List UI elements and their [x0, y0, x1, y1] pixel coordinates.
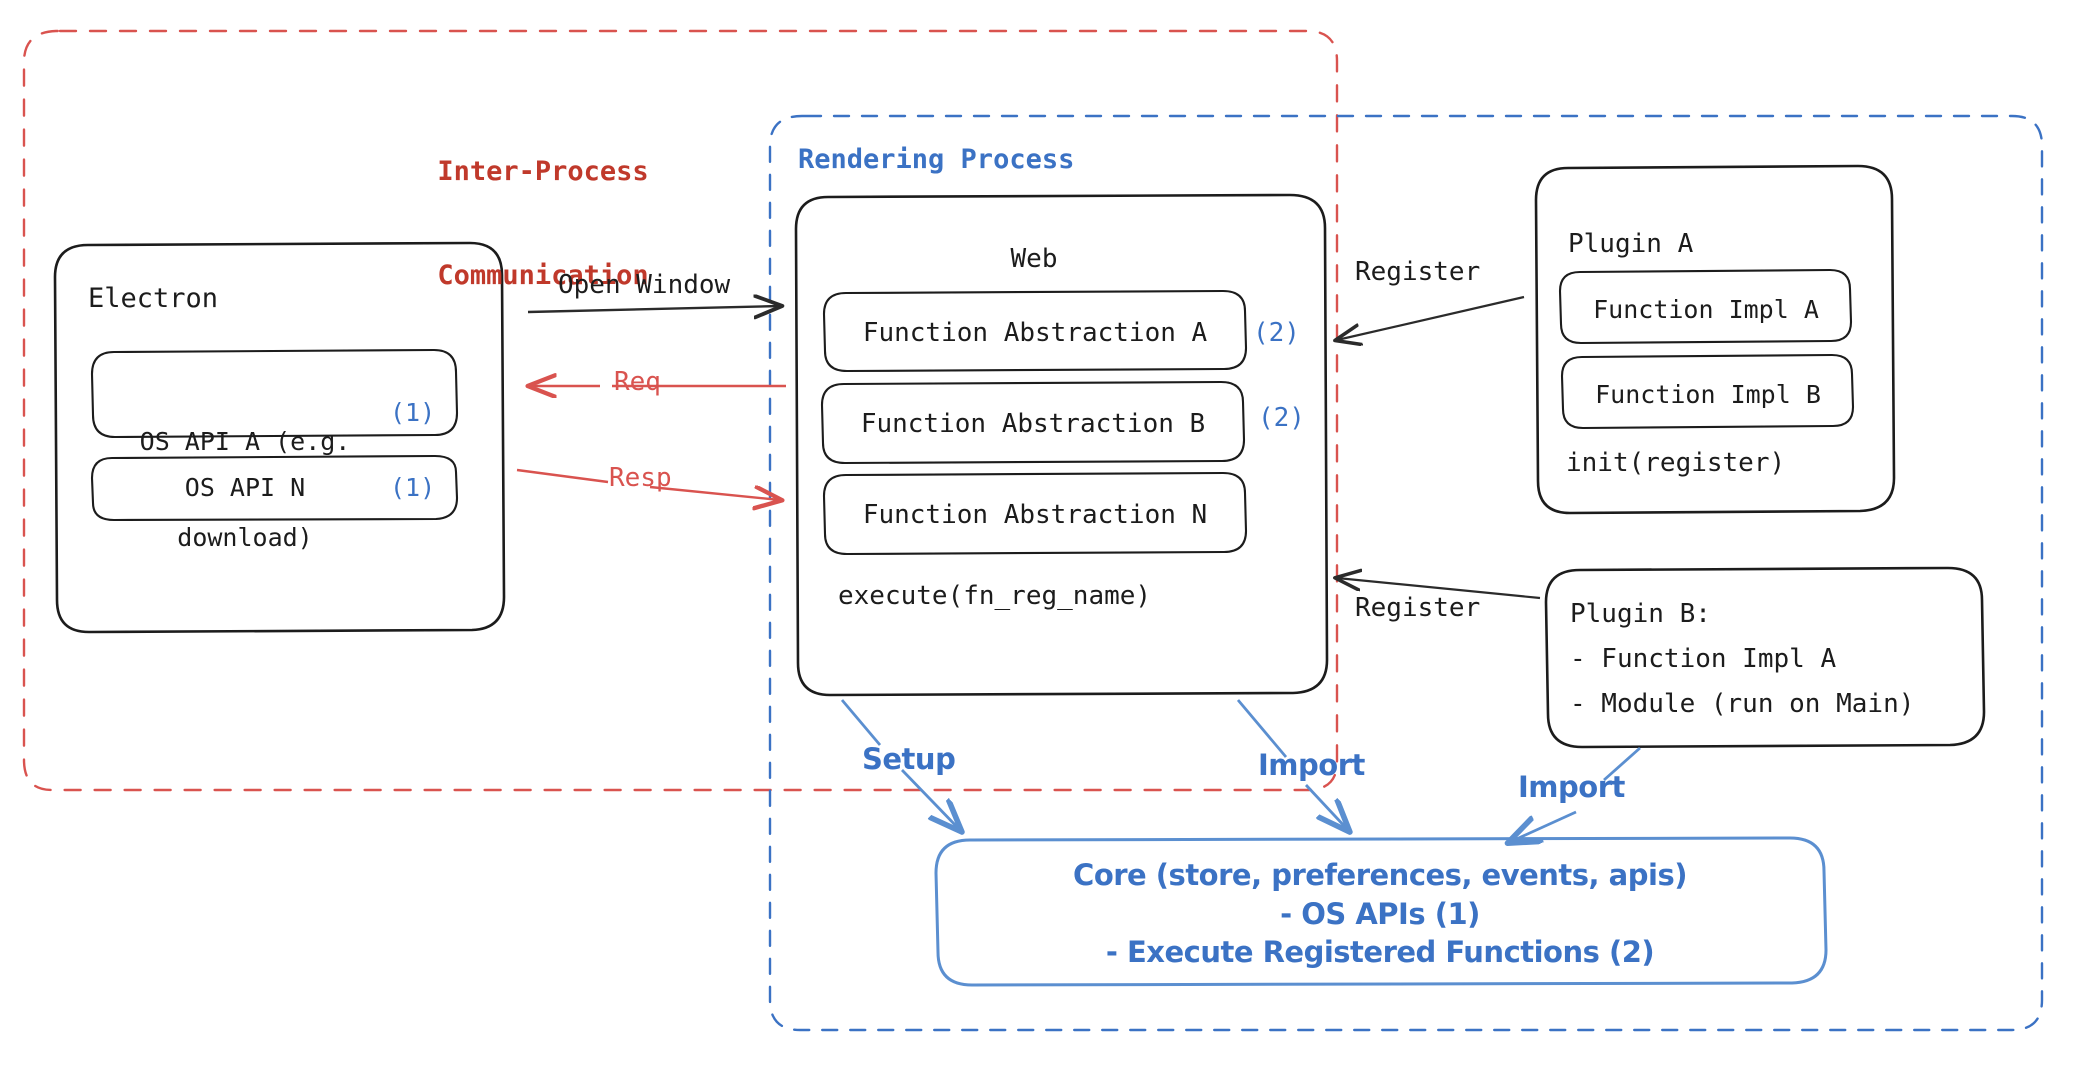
function-abstraction-n-label: Function Abstraction N: [862, 500, 1208, 530]
edge-label-import-web: Import: [1258, 748, 1365, 782]
function-impl-b-box-outline: [1560, 353, 1855, 430]
os-api-n-label: OS API N: [184, 473, 306, 502]
core-line-1: Core (store, preferences, events, apis): [1073, 858, 1687, 892]
plugin-a-title: Plugin A: [1568, 229, 1694, 259]
edge-label-resp: Resp: [609, 463, 672, 493]
edge-label-register-plugin-b: Register: [1355, 593, 1481, 623]
core-box-outline: [934, 836, 1828, 987]
edge-label-req: Req: [614, 367, 661, 397]
arrow-open-window: [527, 306, 780, 312]
function-abstraction-a-box-outline: [822, 289, 1248, 373]
arrow-import-plugin-b: [1510, 746, 1641, 842]
function-impl-b-label: Function Impl B: [1595, 380, 1821, 409]
electron-title: Electron: [88, 283, 219, 314]
function-impl-a-box-outline: [1558, 268, 1853, 345]
ipc-region-boundary: [22, 29, 1339, 792]
os-api-n-marker: (1): [390, 473, 436, 502]
os-api-a-label: OS API A (e.g. download): [100, 362, 390, 618]
function-abstraction-a-marker: (2): [1253, 318, 1300, 348]
ipc-label-line-1: Inter-Process: [437, 156, 649, 188]
rendering-process-label: Rendering Process: [798, 144, 1075, 175]
plugin-a-box-outline: [1534, 164, 1896, 515]
os-api-a-box-outline: [90, 348, 459, 439]
function-abstraction-b-label: Function Abstraction B: [860, 409, 1206, 439]
electron-box-outline: [53, 241, 506, 634]
web-box-outline: [794, 193, 1329, 697]
os-api-n-box-outline: [90, 454, 459, 522]
function-abstraction-b-marker: (2): [1258, 403, 1305, 433]
function-abstraction-a-label: Function Abstraction A: [862, 318, 1208, 348]
edge-label-setup: Setup: [862, 742, 956, 776]
arrow-setup: [840, 699, 960, 830]
ipc-region-label: Inter-Process Communication: [418, 86, 668, 362]
os-api-a-line-1: OS API A (e.g.: [139, 427, 351, 456]
edge-label-register-plugin-a: Register: [1355, 257, 1481, 287]
os-api-a-marker: (1): [390, 398, 436, 427]
plugin-b-box-outline: [1544, 566, 1986, 749]
function-abstraction-b-box-outline: [820, 380, 1246, 465]
plugin-b-item-2: - Module (run on Main): [1570, 689, 1915, 719]
arrow-register-plugin-b: [1337, 578, 1541, 600]
function-abstraction-n-box-outline: [822, 471, 1248, 556]
core-line-2: - OS APIs (1): [1280, 896, 1480, 931]
arrow-register-plugin-a: [1337, 295, 1525, 340]
plugin-a-init-footer: init(register): [1566, 448, 1786, 478]
core-box-text: Core (store, preferences, events, apis) …: [940, 856, 1820, 972]
plugin-b-title: Plugin B:: [1570, 599, 1711, 629]
arrow-resp: [516, 468, 780, 500]
web-title: Web: [1010, 244, 1058, 274]
rendering-process-region-boundary: [768, 114, 2044, 1032]
os-api-a-line-2: download): [177, 523, 313, 552]
function-impl-a-label: Function Impl A: [1593, 295, 1819, 324]
ipc-label-line-2: Communication: [437, 259, 649, 291]
edge-label-open-window: Open Window: [558, 270, 731, 300]
edge-label-import-plugin-b: Import: [1518, 770, 1625, 804]
web-execute-footer: execute(fn_reg_name): [838, 581, 1152, 611]
core-line-3: - Execute Registered Functions (2): [1105, 935, 1655, 970]
plugin-b-item-1: - Function Impl A: [1570, 644, 1837, 674]
arrow-import-web: [1236, 699, 1348, 830]
